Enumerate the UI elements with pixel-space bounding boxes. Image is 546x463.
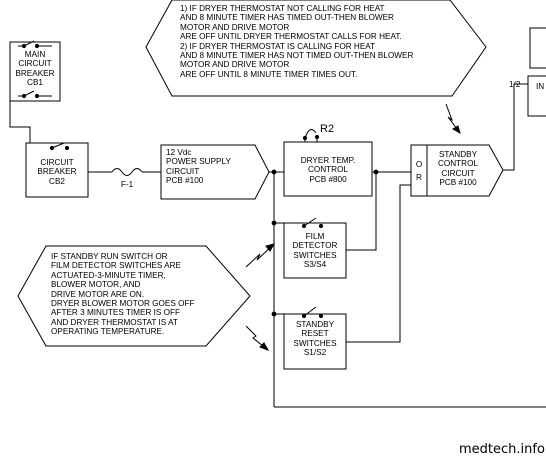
thermostat-label: DRYER TEMP. CONTROL PCB #800 bbox=[300, 156, 356, 184]
left-note-frame bbox=[17, 245, 251, 347]
arrow-left-note-2 bbox=[245, 325, 269, 351]
fuse-label: F-1 bbox=[120, 180, 134, 189]
or-label: O R bbox=[415, 160, 423, 183]
main-breaker-box bbox=[9, 41, 61, 102]
circuit-breaker-label: CIRCUIT BREAKER CB2 bbox=[37, 158, 77, 186]
thermostat-ref-label: R2 bbox=[320, 123, 335, 135]
half-label: 1/2 bbox=[509, 80, 521, 89]
fuse-symbol bbox=[111, 168, 143, 176]
top-note-frame bbox=[145, 0, 487, 97]
film-detector-label: FILM DETECTOR SWITCHES S3/S4 bbox=[292, 232, 338, 270]
watermark: medtech.info bbox=[459, 442, 545, 457]
circuit-breaker-box bbox=[25, 142, 89, 198]
arrow-top-note bbox=[445, 103, 461, 134]
standby-control-box bbox=[426, 144, 504, 197]
left-note-text: IF STANDBY RUN SWITCH OR FILM DETECTOR S… bbox=[51, 252, 195, 337]
arrow-left-note-1 bbox=[245, 243, 275, 268]
main-breaker-label: MAIN CIRCUIT BREAKER CB1 bbox=[15, 50, 55, 88]
top-note-text: 1) IF DRYER THERMOSTAT NOT CALLING FOR H… bbox=[180, 4, 414, 79]
thermostat-box bbox=[283, 141, 373, 197]
standby-control-label: STANDBY CONTROL CIRCUIT PCB #100 bbox=[437, 150, 479, 188]
power-supply-label: 12 Vdc POWER SUPPLY CIRCUIT PCB #100 bbox=[166, 148, 231, 186]
standby-reset-label: STANDBY RESET SWITCHES S1/S2 bbox=[293, 320, 337, 358]
power-supply-box bbox=[160, 144, 270, 200]
partial-right-label: IN bbox=[536, 82, 545, 91]
